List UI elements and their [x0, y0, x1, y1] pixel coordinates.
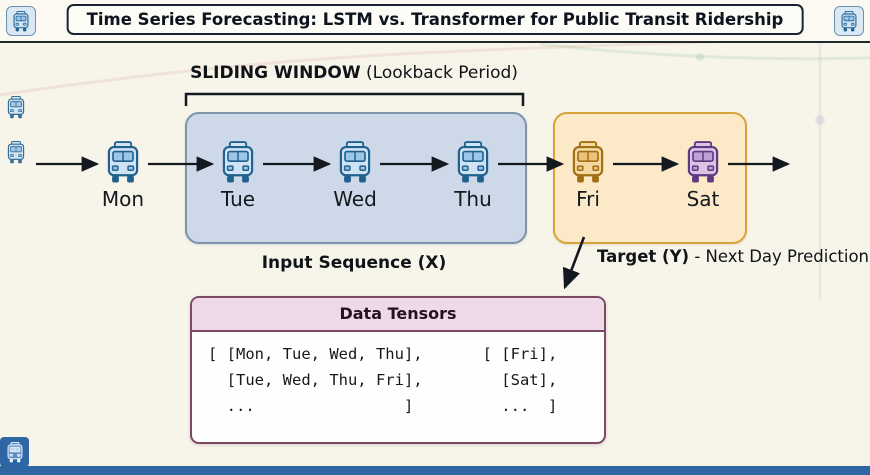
bus-icon	[453, 141, 493, 184]
day-label: Wed	[333, 187, 377, 211]
bus-icon	[11, 11, 31, 32]
target-label-rest: - Next Day Prediction	[689, 247, 869, 266]
target-label: Target (Y) - Next Day Prediction	[597, 247, 869, 266]
header-bus-icon-right	[834, 6, 864, 36]
timeline-day-wed: Wed	[315, 141, 395, 211]
bus-icon	[839, 11, 859, 32]
page-title: Time Series Forecasting: LSTM vs. Transf…	[66, 4, 804, 35]
sliding-window-label-sub: (Lookback Period)	[360, 63, 518, 83]
timeline-day-mon: Mon	[83, 141, 163, 211]
day-label: Fri	[576, 187, 600, 211]
sliding-window-label: SLIDING WINDOW (Lookback Period)	[185, 63, 523, 83]
timeline-day-tue: Tue	[198, 141, 278, 211]
x-tensor-text: [ [Mon, Tue, Wed, Thu], [Tue, Wed, Thu, …	[208, 345, 423, 415]
day-label: Thu	[454, 187, 492, 211]
footer-bus-icon	[0, 437, 29, 467]
decor-bus-icon	[5, 96, 27, 119]
data-tensors-title: Data Tensors	[192, 298, 604, 332]
bus-icon	[218, 141, 258, 184]
timeline-day-sat: Sat	[663, 141, 743, 211]
sliding-window-box	[185, 112, 527, 244]
bus-icon	[568, 141, 608, 184]
y-tensor-text: [ [Fri], [Sat], ... ]	[482, 345, 558, 415]
bus-icon	[103, 141, 143, 184]
day-label: Mon	[101, 187, 145, 211]
bus-icon	[683, 141, 723, 184]
timeline-day-fri: Fri	[548, 141, 628, 211]
target-box	[553, 112, 747, 244]
day-label: Tue	[220, 187, 256, 211]
data-tensors-body: [ [Mon, Tue, Wed, Thu], [Tue, Wed, Thu, …	[192, 332, 604, 419]
sliding-window-label-bold: SLIDING WINDOW	[190, 63, 361, 83]
sliding-window-bracket	[184, 92, 525, 106]
day-label: Sat	[686, 187, 720, 211]
input-sequence-label: Input Sequence (X)	[261, 253, 447, 273]
timeline-day-thu: Thu	[433, 141, 513, 211]
footer-bar	[0, 466, 870, 475]
target-label-bold: Target (Y)	[597, 247, 690, 266]
data-tensors-panel: Data Tensors [ [Mon, Tue, Wed, Thu], [Tu…	[190, 296, 606, 444]
header-bus-icon-left	[6, 6, 36, 36]
bus-icon	[335, 141, 375, 184]
decor-bus-icon	[5, 141, 27, 164]
